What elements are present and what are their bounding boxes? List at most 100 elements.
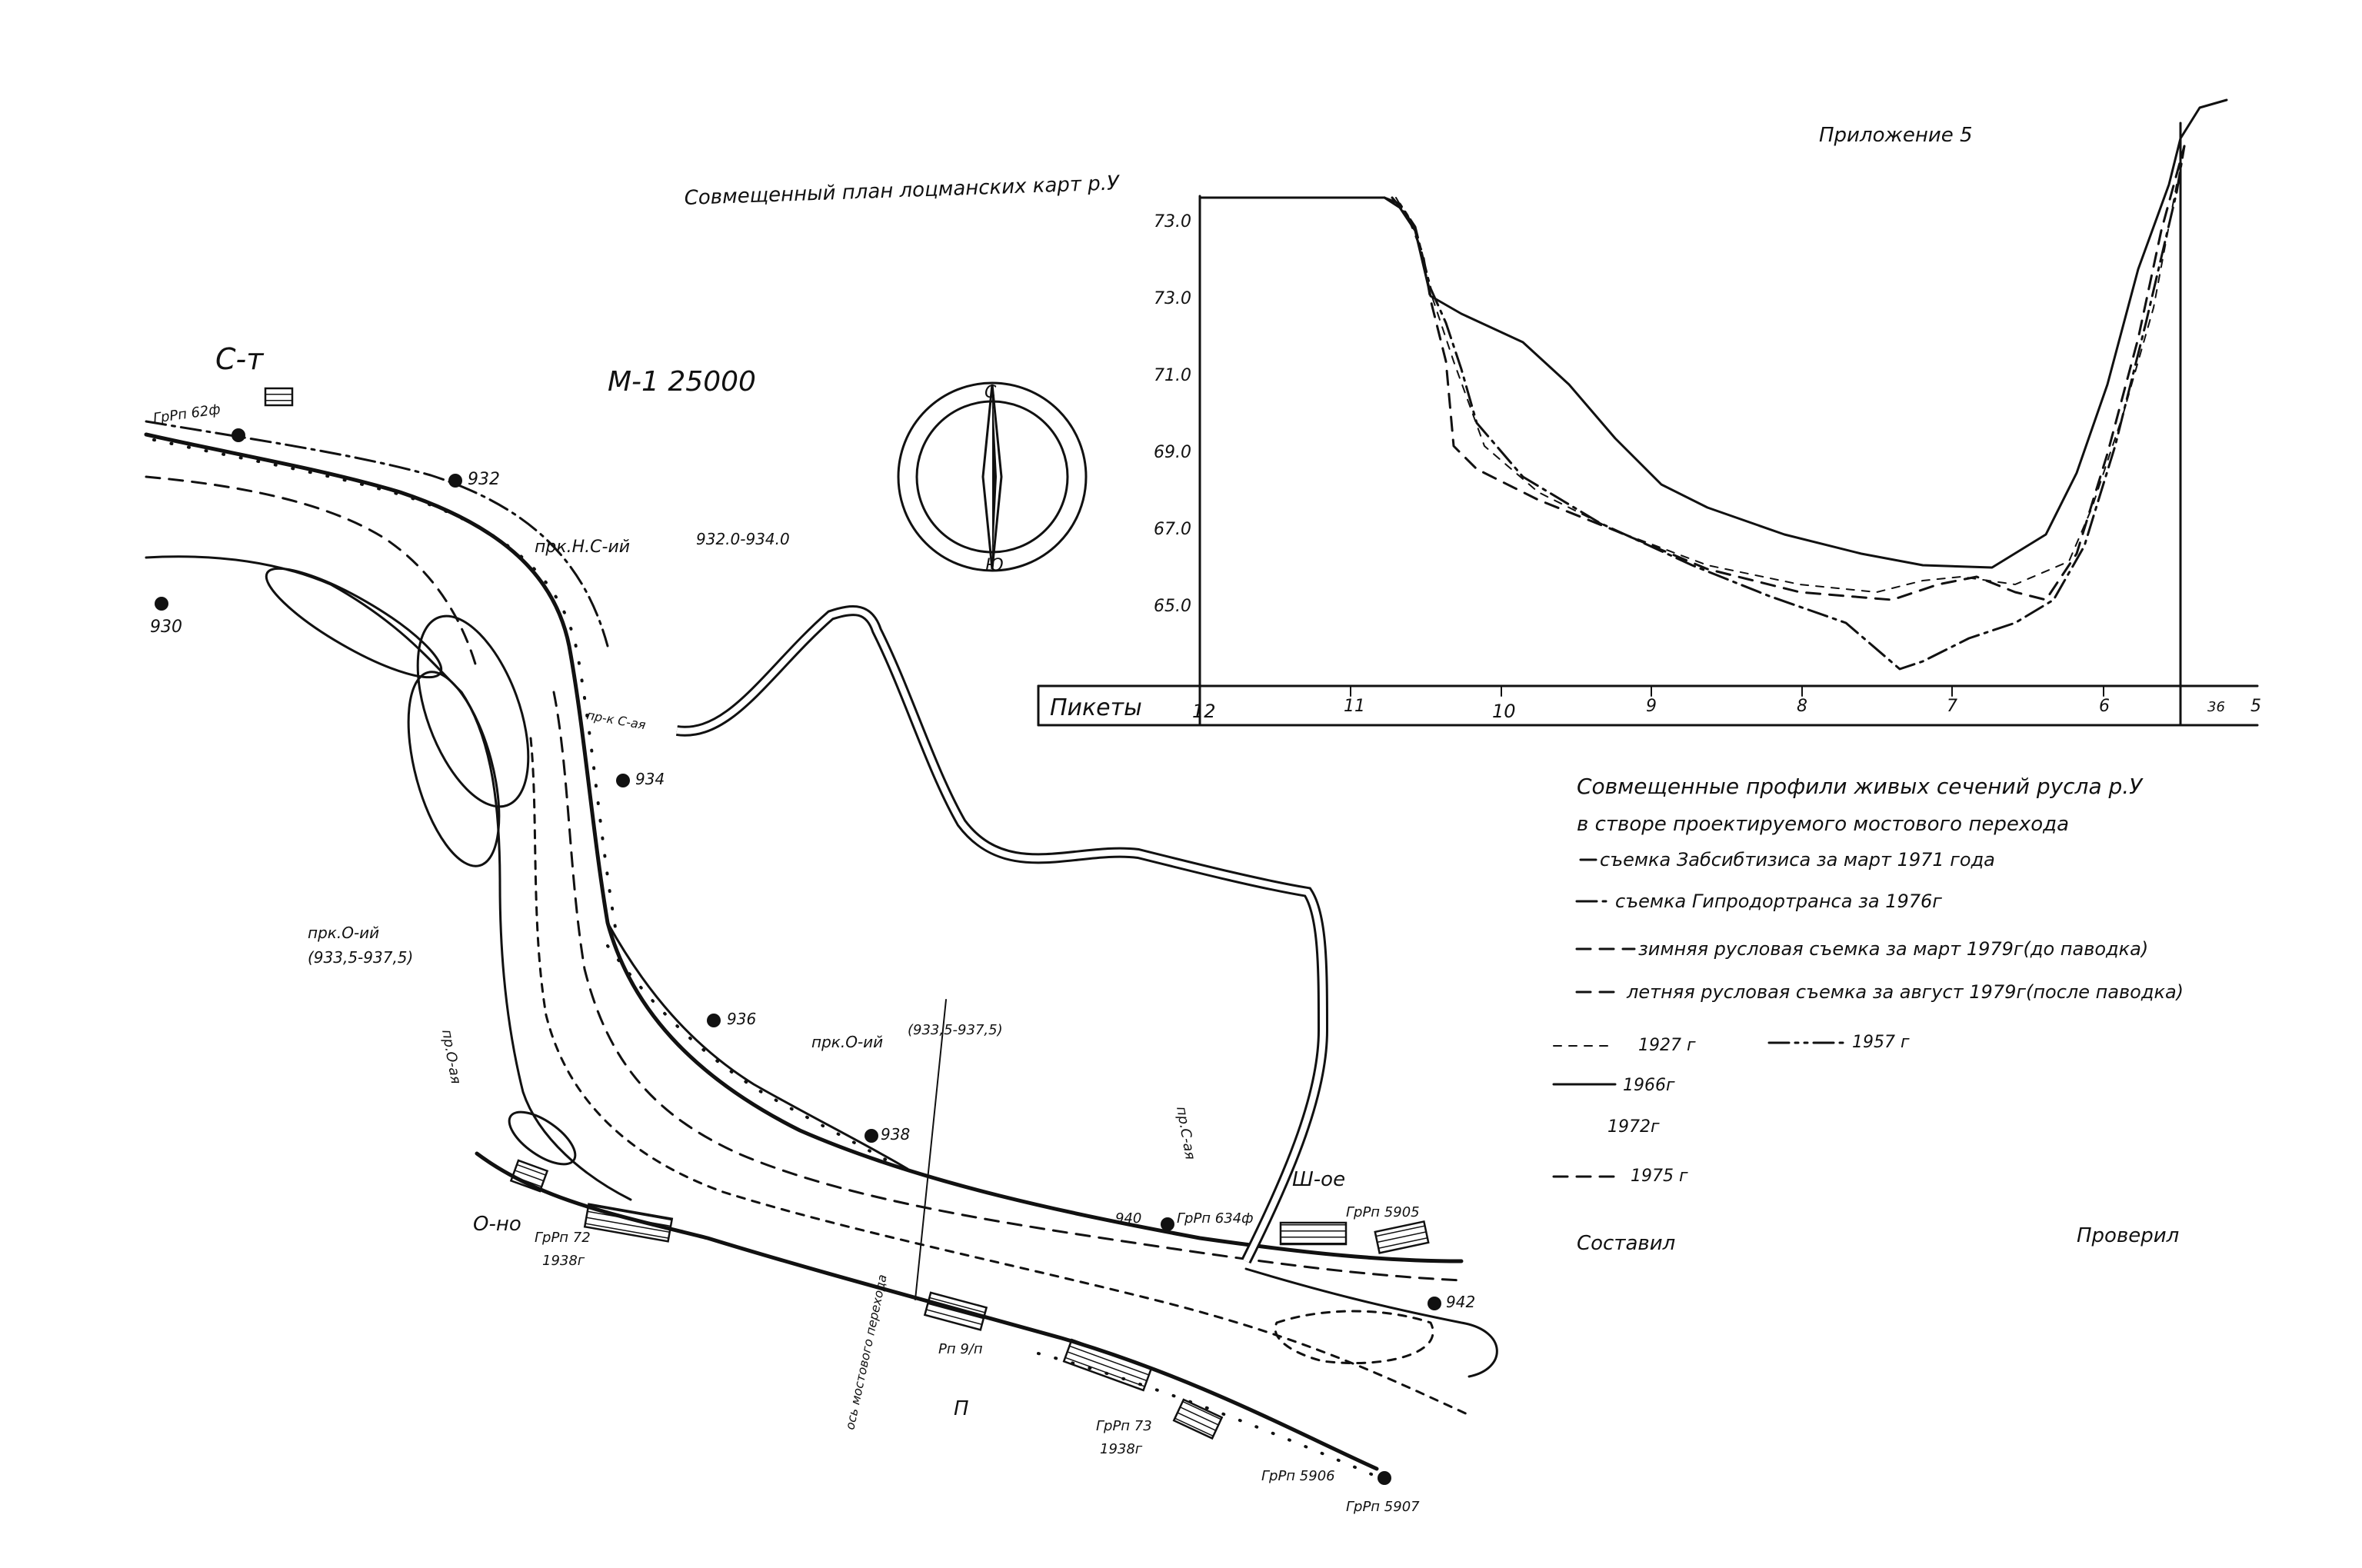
picket-10: 10 [1492, 701, 1516, 722]
label-reach-upper-km: 932.0-934.0 [696, 530, 790, 548]
river-plan: С-т ГрРп 62ф 932 930 прк.Н.С-ий 932.0-93… [144, 342, 1498, 1515]
road-inner [676, 608, 1327, 1263]
island-1 [265, 567, 443, 679]
legend: Совмещенные профили живых сечений русла … [1552, 774, 2184, 1186]
label-km-936: 936 [727, 1010, 756, 1028]
label-channel-left: пр.О-ая [438, 1028, 464, 1085]
building-p-2 [1062, 1338, 1153, 1392]
compass-south: Ю [985, 556, 1004, 575]
building-st [264, 387, 294, 407]
compass-rose: С Ю [897, 381, 1088, 575]
sand-bar-edge [606, 944, 917, 1178]
legend-title-2: в створе проектируемого мостового перехо… [1577, 813, 2069, 836]
plan-title: Совмещенный план лоцманских карт р.У [684, 171, 1121, 210]
profile-y-labels: 73.0 73.0 71.0 69.0 67.0 65.0 [1154, 212, 1191, 616]
label-reach-upper: прк.Н.С-ий [535, 538, 630, 557]
picket-12: 12 [1192, 701, 1216, 722]
label-side-channel-1: пр-к С-ая [585, 707, 647, 732]
label-side-channel-2: пр.С-ая [1173, 1105, 1198, 1161]
left-shore [145, 555, 632, 1201]
legend-1957: 1957 г [1852, 1033, 1910, 1052]
label-gauge-73-year: 1938г [1100, 1441, 1143, 1457]
label-km-938: 938 [881, 1125, 910, 1144]
label-km-940: 940 [1115, 1210, 1141, 1227]
picket-ticks: 12 11 10 9 8 7 6 36 5 [1192, 685, 2261, 722]
label-reach-lower-km: (933,5-937,5) [908, 1022, 1003, 1038]
picket-9: 9 [1646, 697, 1657, 716]
sand-bar [606, 921, 909, 1170]
pickets-axis-label: Пикеты [1050, 694, 1142, 721]
picket-11: 11 [1344, 697, 1365, 716]
building-p-1 [923, 1291, 988, 1331]
legend-1972: 1972г [1607, 1117, 1660, 1137]
right-bank-hatch [152, 438, 617, 929]
bridge-axis-line [914, 999, 947, 1300]
building-sh-1 [1279, 1221, 1348, 1246]
label-gauge-72: ГрРп 72 [535, 1230, 591, 1246]
y-label-6: 65.0 [1154, 597, 1191, 616]
profile-1971 [1383, 145, 2186, 671]
legend-item-2: съемка Гипродортранса за 1976г [1615, 891, 1942, 912]
label-village-left: О-но [473, 1213, 521, 1236]
y-label-5: 67.0 [1154, 520, 1191, 539]
profile-1979-winter [1395, 184, 2177, 593]
label-gauge-72-year: 1938г [542, 1253, 585, 1269]
label-km-934: 934 [635, 770, 665, 788]
building-ono-1 [509, 1159, 549, 1193]
picket-7: 7 [1947, 697, 1957, 716]
label-gauge-634: ГрРп 634ф [1177, 1210, 1254, 1227]
legend-1975: 1975 г [1631, 1167, 1688, 1186]
label-km-942: 942 [1446, 1293, 1475, 1311]
checked-by: Проверил [2077, 1224, 2179, 1247]
low-water-1 [552, 691, 1463, 1282]
label-village-bottom: П [954, 1397, 969, 1420]
building-p-3 [1172, 1398, 1224, 1440]
label-km-932: 932 [468, 470, 500, 489]
compass-north: С [984, 383, 997, 402]
label-village-right: Ш-ое [1292, 1168, 1345, 1191]
label-km-930: 930 [150, 618, 182, 637]
island-2 [416, 614, 530, 808]
right-bank [144, 432, 1464, 1263]
label-station: С-т [215, 342, 265, 376]
left-channel-edge [145, 475, 478, 671]
label-reach-mid: прк.О-ий [308, 924, 379, 942]
profile-chart: 73.0 73.0 71.0 69.0 67.0 65.0 Пикеты 12 … [1037, 98, 2261, 727]
y-label-4: 69.0 [1154, 443, 1191, 462]
label-gauge-5907: ГрРп 5907 [1346, 1499, 1420, 1515]
label-bridge-axis: ось мостового перехода [842, 1273, 889, 1431]
legend-item-3: зимняя русловая съемка за март 1979г(до … [1638, 938, 2148, 960]
y-label-3: 71.0 [1154, 366, 1191, 385]
legend-item-4: летняя русловая съемка за август 1979г(п… [1626, 981, 2184, 1003]
y-label-2: 73.0 [1154, 289, 1191, 308]
picket-8: 8 [1797, 697, 1807, 716]
picket-6: 6 [2099, 697, 2110, 716]
island-3 [407, 671, 501, 867]
profile-1976 [1391, 145, 2186, 601]
label-gauge-top: ГрРп 62ф [152, 401, 222, 427]
picket-5: 5 [2250, 697, 2261, 716]
compiled-by: Составил [1577, 1232, 1675, 1255]
y-label-1: 73.0 [1154, 212, 1191, 231]
island-4 [508, 1110, 577, 1166]
label-gauge-5905: ГрРп 5905 [1346, 1204, 1420, 1220]
legend-1927: 1927 г [1638, 1036, 1696, 1055]
profile-1966 [1383, 98, 2228, 569]
label-reach-mid-km: (933,5-937,5) [308, 948, 413, 967]
legend-title-1: Совмещенные профили живых сечений русла … [1577, 774, 2144, 799]
km-markers [155, 428, 1441, 1485]
building-ono-2 [583, 1203, 674, 1243]
road [676, 605, 1329, 1264]
picket-36: 36 [2207, 699, 2225, 715]
label-gauge-5906: ГрРп 5906 [1261, 1468, 1335, 1484]
appendix-label: Приложение 5 [1819, 124, 1973, 147]
east-island [1274, 1310, 1434, 1364]
east-channel [1244, 1267, 1498, 1378]
label-gauge-rp: Рп 9/п [938, 1341, 983, 1357]
legend-1966: 1966г [1623, 1076, 1675, 1095]
label-gauge-73: ГрРп 73 [1096, 1418, 1152, 1434]
right-bank-2 [145, 420, 609, 648]
label-reach-lower: прк.О-ий [811, 1033, 883, 1051]
building-sh-2 [1374, 1220, 1430, 1254]
